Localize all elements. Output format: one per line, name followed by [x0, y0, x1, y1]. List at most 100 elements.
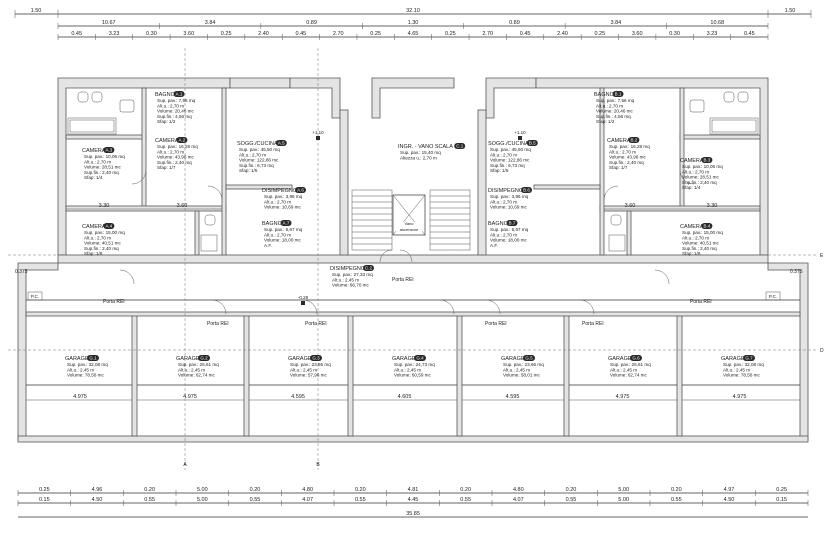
room-detail-bagno_l: Sup.fin.: 4,56 mq [157, 114, 192, 119]
room-detail-sogg_l: Volume: 122,86 mc [239, 158, 279, 163]
toilet-left [77, 91, 89, 103]
top-row3-dim-label: 2.40 [557, 31, 568, 37]
room-detail-camera_r1: Alt.u.: 2,70 m [609, 149, 636, 154]
garage-code-5: G.5 [525, 355, 533, 360]
garage-width-5: 4.595 [506, 394, 520, 400]
room-code-camera_l1: A.2 [179, 137, 186, 142]
lift-label-2: ascensore [400, 227, 419, 232]
room-code-badge [295, 187, 306, 193]
room-code-disimp_r: B.6 [523, 187, 530, 192]
bottom-row2-dim-label: 4.50 [92, 497, 103, 503]
bathtub-right [709, 117, 759, 135]
garage-name-1: GARAGE [65, 356, 89, 362]
garage-name-7: GARAGE [721, 356, 745, 362]
room-name-sogg_r: SOGG./CUCINA [488, 141, 529, 147]
level-marker-1: +1.10 [312, 130, 324, 135]
room-code-bagno_l2: A.7 [283, 220, 290, 225]
garage-detail-5: Volume: 58,01 mc [503, 373, 540, 378]
top-row3-dim-label: 0.45 [744, 31, 755, 37]
room-detail-sogg_r: Volume: 122,86 mc [490, 158, 530, 163]
bottom-row1-dim-label: 0.20 [355, 487, 366, 493]
garage-width-6: 4.975 [616, 394, 630, 400]
room-code-disimp_c: C.2 [365, 265, 373, 270]
room-detail-bagno_l: Sfap: 1/2 [157, 119, 176, 124]
bottom-row2-dim-label: 0.55 [460, 497, 471, 503]
bottom-row2-dim-label: 4.50 [724, 497, 735, 503]
garage-code-badge [630, 355, 642, 361]
top-row3-dim-label: 0.25 [370, 31, 381, 37]
room-detail-camera_r3: Sup.fin.: 2,40 mq [682, 246, 717, 251]
room-code-camera_l2: A.3 [106, 147, 113, 152]
room-detail-bagno_r2: Volume: 18,00 mc [490, 238, 527, 243]
room-code-camera_r3: B.4 [704, 223, 711, 228]
room-detail-bagno_l2: Sup. pav.: 6,67 mq [264, 227, 303, 232]
room-detail-camera_l2: Alt.u.: 2,70 m [84, 159, 111, 164]
top-row2-dim-label: 0.89 [306, 20, 317, 26]
room-detail-bagno_l2: A.F. [264, 243, 272, 248]
porta-rei-1: Porta REI [103, 299, 125, 305]
room-detail-camera_r2: Sup.fin.: 2,40 mq [682, 180, 717, 185]
bottom-row1-dim-label: 4.80 [513, 487, 524, 493]
bottom-row2-dim-label: 0.55 [250, 497, 261, 503]
room-detail-camera_l1: Sup.fin.: 2,40 mq [157, 160, 192, 165]
room-code-badge [173, 91, 185, 97]
room-detail-disimp_r: Sup. pav.: 3,96 mq [490, 194, 529, 199]
room-code-badge [176, 137, 188, 143]
garage-detail-5: Alt.u.: 2,45 m [503, 367, 530, 372]
room-detail-sogg_r: Sfap: 1/5 [490, 168, 509, 173]
garage-width-3: 4.595 [291, 394, 305, 400]
garage-width-7: 4.975 [733, 394, 747, 400]
room-detail-sogg_r: Sup. pav.: 45,50 mq [490, 147, 531, 152]
top-row3-dim-label: 3.60 [183, 31, 194, 37]
garage-detail-2: Sup. pav.: 25,61 mq [178, 362, 219, 367]
garage-detail-6: Sup. pav.: 25,61 mq [610, 362, 651, 367]
garage-code-badge [523, 355, 535, 361]
room-name-camera_r3: CAMERA [680, 224, 704, 230]
bottom-row1-dim-label: 0.20 [566, 487, 577, 493]
room-detail-ingr: Sup. pav.: 15,40 mq [400, 150, 441, 155]
garage-detail-4: Volume: 60,59 mc [394, 373, 431, 378]
garage-name-2: GARAGE [176, 356, 200, 362]
porta-rei-3: Porta REI [305, 321, 327, 327]
section-d-label: D [820, 348, 824, 354]
garage-code-badge [310, 355, 322, 361]
top-row2-dim-label: 10.67 [102, 20, 116, 26]
top-row3-dim-label: 0.45 [71, 31, 82, 37]
garage-code-1: G.1 [89, 355, 97, 360]
sink-left [119, 99, 135, 113]
top-row3-dim-label: 4.65 [408, 31, 419, 37]
room-detail-bagno_l2: Alt.u.: 2,70 m [264, 232, 291, 237]
room-detail-camera_r1: Sup. pav.: 16,28 mq [609, 144, 650, 149]
room-detail-camera_l3: Sfap: 1/6 [84, 251, 103, 256]
room-code-badge [275, 140, 287, 146]
shower-left [200, 234, 218, 252]
room-name-bagno_l2: BAGNO [262, 221, 283, 227]
room-detail-camera_l3: Sup.fin.: 2,40 mq [84, 246, 119, 251]
room-detail-camera_l3: Sup. pav.: 15,00 mq [84, 230, 125, 235]
room-detail-bagno_r2: A.F. [490, 243, 498, 248]
room-detail-bagno_l: Alt.u.: 2,70 m [157, 103, 184, 108]
top-row3-dim-label: 0.45 [296, 31, 307, 37]
room-code-camera_l3: A.4 [106, 223, 113, 228]
room-detail-disimp_r: Volume: 10,69 mc [490, 205, 527, 210]
bottom-row1-dim-label: 0.20 [671, 487, 682, 493]
room-name-disimp_c: DISIMPEGNO [330, 266, 366, 272]
dim-overall-left: 1.50 [31, 8, 42, 14]
inner-dim-1: 3.30 [99, 203, 110, 209]
sink-right [689, 99, 705, 113]
bidet-right [723, 91, 735, 103]
room-detail-camera_r1: Volume: 43,96 mc [609, 155, 646, 160]
garage-detail-3: Sup. pav.: 23,65 mq [290, 362, 331, 367]
room-code-badge [363, 265, 374, 271]
room-code-bagno_r: B.1 [615, 91, 622, 96]
garage-code-7: G.7 [745, 355, 753, 360]
garage-detail-7: Alt.u.: 2,45 m [723, 367, 750, 372]
room-detail-disimp_c: Volume: 66,70 mc [332, 283, 369, 288]
elevator-shaft [392, 194, 426, 236]
room-name-camera_l1: CAMERA [155, 138, 179, 144]
room-detail-disimp_l: Alt.u.: 2,70 m [264, 199, 291, 204]
garage-code-2: G.2 [200, 355, 208, 360]
room-detail-disimp_c: Sup. pav.: 27,33 mq [332, 272, 373, 277]
room-detail-camera_l2: Volume: 28,51 mc [84, 165, 121, 170]
room-detail-bagno_r: Sfap: 1/2 [596, 119, 615, 124]
